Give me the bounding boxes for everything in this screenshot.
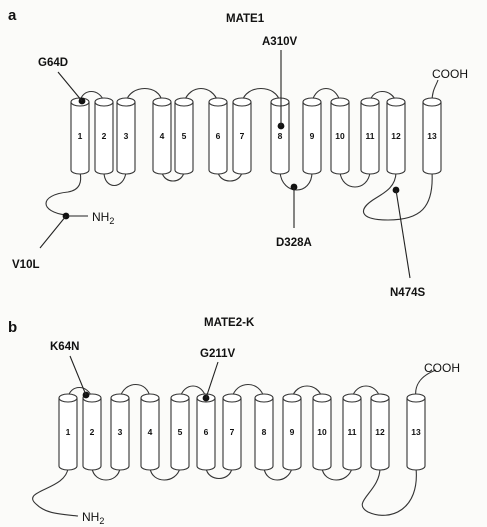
panel-b-helix-10: 10	[313, 394, 331, 470]
panel-b-helix-label: 13	[411, 427, 421, 437]
panel-a-helix-label: 1	[78, 131, 83, 141]
panel-b-helix-label: 12	[375, 427, 385, 437]
panel-a-helix-9: 9	[303, 98, 321, 174]
panel-b-mutation-k64n: K64N	[50, 341, 79, 353]
panel-a-pointer-v10l	[40, 216, 66, 248]
panel-a-helix-1: 1	[71, 98, 89, 174]
panel-b-helix-label: 5	[178, 427, 183, 437]
panel-a-n-terminus: NH2	[92, 210, 114, 226]
panel-b-helix-13: 13	[407, 394, 425, 470]
panel-b-helix-6: 6	[197, 394, 215, 470]
panel-b-helix-label: 1	[66, 427, 71, 437]
panel-b-helix-label: 7	[230, 427, 235, 437]
panel-a-helix-6: 6	[209, 98, 227, 174]
panel-a-helix-label: 5	[182, 131, 187, 141]
panel-a-helix-11: 11	[361, 98, 379, 174]
panel-b-helix-label: 9	[290, 427, 295, 437]
panel-b-n-tail	[33, 468, 78, 516]
panel-a-helix-2: 2	[95, 98, 113, 174]
panel-a-helix-label: 3	[124, 131, 129, 141]
panel-a-helix-label: 4	[160, 131, 165, 141]
panel-a-helix-label: 2	[102, 131, 107, 141]
panel-a-helix-12: 12	[387, 98, 405, 174]
panel-b-n-terminus: NH2	[82, 510, 104, 526]
panel-a-helix-5: 5	[175, 98, 193, 174]
panel-b-helix-label: 8	[262, 427, 267, 437]
panel-a-mutation-n474s: N474S	[390, 287, 425, 299]
panel-a-helix-4: 4	[153, 98, 171, 174]
panel-b-helix-2: 2	[83, 394, 101, 470]
panel-a-helix-label: 8	[278, 131, 283, 141]
panel-b-pointer-g211v	[206, 362, 218, 398]
panel-b-helix-1: 1	[59, 394, 77, 470]
panel-a: a MATE1	[8, 7, 468, 299]
panel-a-helix-8: 8	[271, 98, 289, 174]
panel-a-pointer-n474s	[396, 190, 410, 278]
panel-a-helix-10: 10	[331, 98, 349, 174]
panel-a-mutation-a310v: A310V	[262, 36, 297, 48]
panel-b-helix-12: 12	[371, 394, 389, 470]
panel-a-mutation-v10l: V10L	[12, 259, 40, 271]
panel-b-label: b	[8, 319, 17, 336]
panel-b-helix-label: 10	[317, 427, 327, 437]
panel-b-helix-label: 2	[90, 427, 95, 437]
panel-a-helix-label: 9	[310, 131, 315, 141]
panel-a-label: a	[8, 7, 17, 24]
panel-b-helix-label: 11	[348, 427, 357, 437]
panel-b: b MATE2-K	[8, 317, 460, 526]
panel-b-mutation-g211v: G211V	[200, 348, 235, 360]
panel-b-helix-label: 6	[204, 427, 209, 437]
panel-a-helix-label: 10	[335, 131, 345, 141]
panel-a-helix-3: 3	[117, 98, 135, 174]
panel-b-mutations: K64N G211V	[50, 341, 235, 401]
panel-a-helix-label: 12	[391, 131, 401, 141]
panel-a-helix-label: 11	[366, 131, 375, 141]
panel-a-mutation-d328a: D328A	[276, 237, 312, 249]
panel-b-c-terminus: COOH	[424, 361, 460, 375]
panel-b-helix-5: 5	[171, 394, 189, 470]
panel-a-pointer-g64d	[58, 72, 82, 101]
panel-a-helix-7: 7	[233, 98, 251, 174]
panel-b-helix-7: 7	[223, 394, 241, 470]
panel-a-title: MATE1	[226, 13, 265, 25]
panel-b-helix-11: 11	[343, 394, 361, 470]
panel-a-helix-label: 6	[216, 131, 221, 141]
panel-b-helix-8: 8	[255, 394, 273, 470]
panel-b-helix-3: 3	[111, 394, 129, 470]
panel-b-title: MATE2-K	[204, 317, 255, 329]
panel-a-loop-12-13	[364, 172, 433, 220]
panel-a-loop-10-11	[340, 172, 370, 187]
panel-a-c-terminus: COOH	[432, 67, 468, 81]
panel-b-helix-label: 4	[148, 427, 153, 437]
panel-b-loop-12-13	[362, 468, 416, 515]
panel-a-helix-label: 7	[240, 131, 245, 141]
panel-b-helix-9: 9	[283, 394, 301, 470]
panel-a-mutation-g64d: G64D	[38, 57, 68, 69]
panel-a-helix-label: 13	[427, 131, 437, 141]
panel-b-helix-label: 3	[118, 427, 123, 437]
panel-a-helix-13: 13	[423, 98, 441, 174]
panel-a-n-tail	[46, 172, 81, 215]
panel-b-helix-4: 4	[141, 394, 159, 470]
